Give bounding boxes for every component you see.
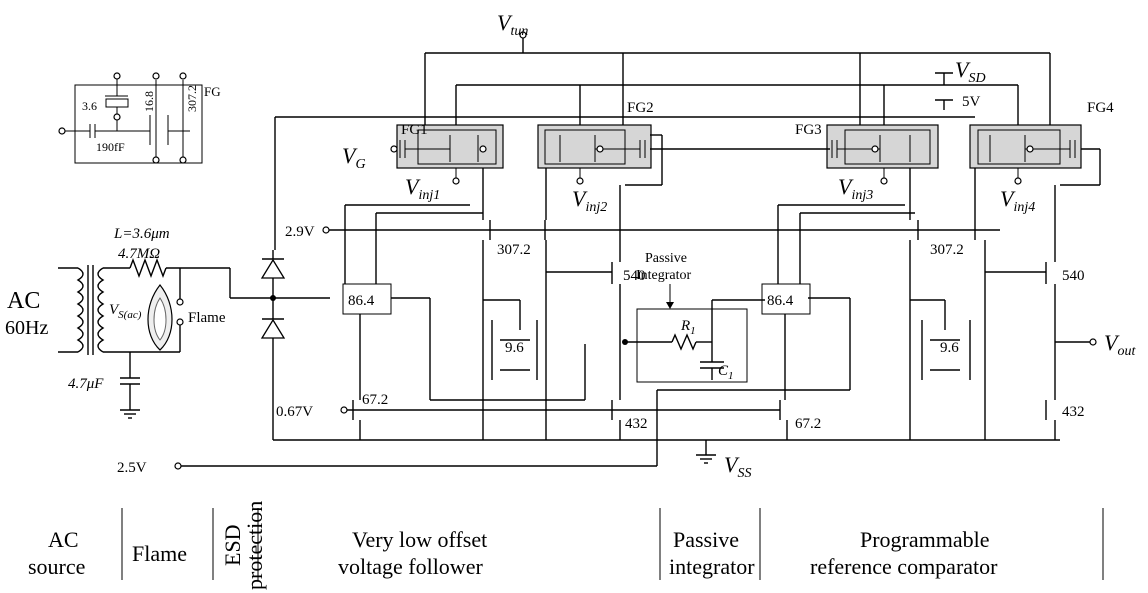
diffpair-size-a: 86.4 [348,293,375,309]
vg-label: VG [342,143,366,172]
esd-protection [229,250,1060,441]
frequency-label: 60Hz [5,317,48,339]
reference-comparator: 86.4 67.2 307.2 9.6 540 432 Vout [761,168,1136,440]
flame-label: Flame [188,310,226,326]
pmos-size-a: 307.2 [497,242,531,258]
passive-integrator: Passive Integrator R1 C1 [622,251,851,466]
voltage-follower: 2.9V 307.2 86.4 0.67V 67.2 9.6 [276,168,1000,440]
v25-label: 2.5V [117,460,147,476]
section-pi-line1: Passive [673,527,739,552]
section-vf-line1: Very low offset [352,527,487,552]
vinj2-label: Vinj2 [572,186,607,215]
ac-source: AC 60Hz L=3.6μm 4.7MΩ 4.7μF VS(ac) [5,226,230,419]
section-flame: Flame [132,541,187,566]
vss-label: VSS [724,452,751,481]
section-esd-line1: ESD [220,524,245,566]
mirror-size-a: 9.6 [505,340,524,356]
c1-label: C1 [718,363,734,382]
integrator-title-line1: Passive [645,251,687,266]
section-prc-line1: Programmable [860,527,990,552]
tail-size-b: 67.2 [795,416,821,432]
inset-cap-size: 3.6 [82,99,97,113]
output-nmos-size-a: 432 [625,416,648,432]
section-pi-line2: integrator [669,554,755,579]
resistor-label: 4.7MΩ [118,246,160,262]
v067-label: 0.67V [276,404,313,420]
fg4-label: FG4 [1087,100,1114,116]
vtun-label: Vtun [497,10,528,39]
vsd-label: VSD [955,57,986,86]
tail-size-a: 67.2 [362,392,388,408]
inset-fg-label: FG [204,84,221,99]
integrator-title-line2: Integrator [636,268,692,283]
fg3-label: FG3 [795,122,822,138]
bottom-rails: VSS 2.5V [117,440,751,481]
fg1-label: FG1 [401,122,428,138]
inset-tran1-size: 16.8 [142,91,156,112]
vinj1-label: Vinj1 [405,174,440,203]
section-prc-line2: reference comparator [810,554,998,579]
output-nmos-size-b: 432 [1062,404,1085,420]
fg3-block: FG3 [795,122,939,169]
ac-label: AC [7,288,40,314]
fg-cell-inset: 3.6 16.8 307.2 FG 190fF [58,72,221,164]
section-ac-line1: AC [48,527,79,552]
vinj4-label: Vinj4 [1000,186,1035,215]
five-volt-label: 5V [962,94,981,110]
output-pmos-size-b: 540 [1062,268,1085,284]
capacitor-label: 4.7μF [68,376,104,392]
inset-tran2-size: 307.2 [185,85,199,112]
vsac-label: VS(ac) [109,302,142,321]
r1-label: R1 [680,318,696,337]
fg4-block: FG4 [969,100,1114,169]
fg1-block: FG1 [396,122,504,169]
section-ac-line2: source [28,554,85,579]
vinj3-label: Vinj3 [838,174,873,203]
vg-input: VG [342,134,1101,186]
vout-label: Vout [1104,330,1136,359]
section-labels: AC source Flame ESD protection Very low … [28,501,1104,590]
v29-label: 2.9V [285,224,315,240]
fg2-label: FG2 [627,100,654,116]
diffpair-size-b: 86.4 [767,293,794,309]
inset-coupling-cap: 190fF [96,140,125,154]
pmos-size-b: 307.2 [930,242,964,258]
section-esd-line2: protection [242,501,267,590]
bias-rails: Vtun VSD 5V [274,10,1051,250]
section-vf-line2: voltage follower [338,554,483,579]
fg2-block: FG2 [537,100,654,169]
vinj-labels: Vinj1 Vinj2 Vinj3 Vinj4 [405,168,1035,215]
mirror-size-b: 9.6 [940,340,959,356]
flame-sensor: Flame [147,268,226,352]
length-label: L=3.6μm [113,226,170,242]
output-pmos-size-a: 540 [623,268,646,284]
